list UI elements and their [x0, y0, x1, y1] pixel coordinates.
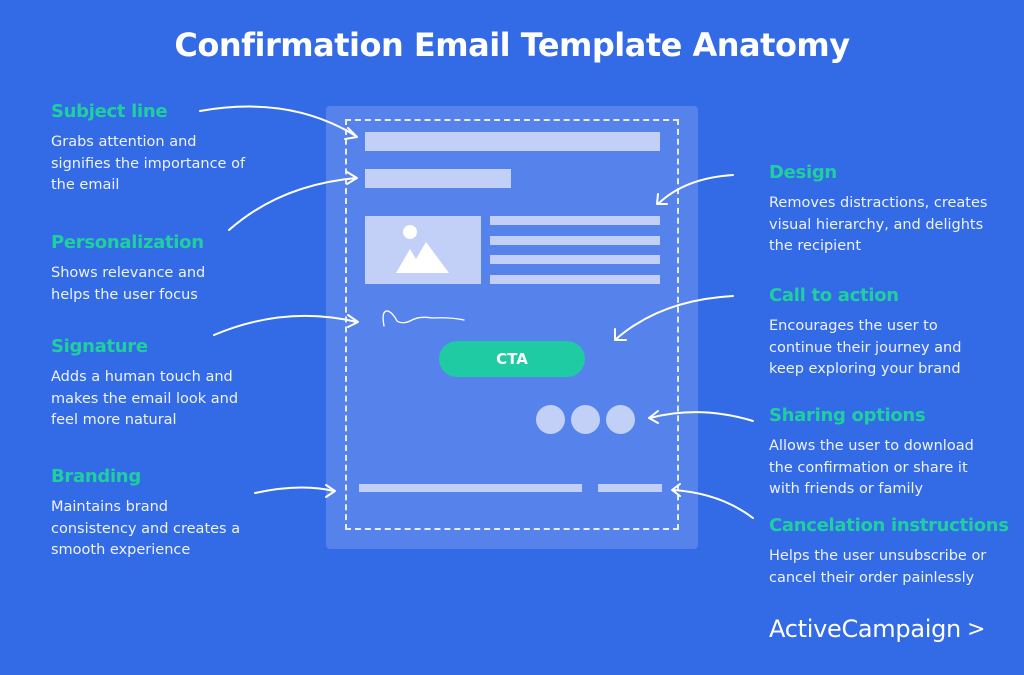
label-text: Encourages the user to continue their jo… — [769, 318, 962, 377]
label-heading: Subject line — [51, 101, 168, 122]
label-text: Maintains brand consistency and creates … — [51, 499, 241, 558]
label-text: Shows relevance and helps the user focus — [51, 265, 206, 303]
chevron-right-icon: > — [966, 616, 986, 642]
label-design: Design Removes distractions, creates vis… — [769, 162, 1004, 258]
activecampaign-logo: ActiveCampaign > — [769, 615, 985, 643]
label-signature: Signature Adds a human touch and makes t… — [51, 336, 251, 432]
label-personalization: Personalization Shows relevance and help… — [51, 232, 231, 306]
arrow-design — [657, 174, 734, 205]
label-heading: Branding — [51, 466, 141, 487]
label-text: Grabs attention and signifies the import… — [51, 134, 246, 193]
subject-line-bar — [365, 132, 660, 151]
share-icon[interactable] — [536, 405, 565, 434]
label-text: Allows the user to download the confirma… — [769, 438, 974, 497]
page-title: Confirmation Email Template Anatomy — [174, 26, 850, 64]
image-placeholder — [365, 216, 481, 284]
label-subject-line: Subject line Grabs attention and signifi… — [51, 101, 251, 197]
image-icon — [396, 225, 449, 273]
label-text: Helps the user unsubscribe or cancel the… — [769, 548, 987, 586]
signature-scribble — [382, 310, 465, 327]
arrow-personalization — [228, 177, 357, 231]
label-heading: Signature — [51, 336, 148, 357]
footer-unsubscribe-bar — [598, 484, 662, 492]
arrow-branding — [254, 486, 335, 494]
arrow-subject-line — [199, 105, 357, 137]
arrow-cta — [614, 295, 734, 341]
label-sharing-options: Sharing options Allows the user to downl… — [769, 405, 994, 501]
text-line — [490, 216, 660, 225]
email-mockup-dashed-border — [345, 119, 679, 530]
arrow-cancelation — [672, 489, 754, 519]
label-branding: Branding Maintains brand consistency and… — [51, 466, 256, 562]
share-icon[interactable] — [606, 405, 635, 434]
arrow-sharing — [649, 411, 754, 422]
text-line — [490, 275, 660, 284]
personalization-bar — [365, 169, 511, 188]
cta-button[interactable]: CTA — [439, 341, 585, 377]
label-text: Adds a human touch and makes the email l… — [51, 369, 239, 428]
label-cancelation-instructions: Cancelation instructions Helps the user … — [769, 515, 1014, 589]
label-heading: Personalization — [51, 232, 204, 253]
label-heading: Sharing options — [769, 405, 926, 426]
share-icon[interactable] — [571, 405, 600, 434]
text-line — [490, 255, 660, 264]
logo-text: ActiveCampaign — [769, 615, 961, 643]
label-heading: Call to action — [769, 285, 899, 306]
label-heading: Design — [769, 162, 837, 183]
label-heading: Cancelation instructions — [769, 515, 1009, 536]
arrow-signature — [213, 314, 358, 336]
text-line — [490, 236, 660, 245]
label-call-to-action: Call to action Encourages the user to co… — [769, 285, 984, 381]
footer-branding-bar — [359, 484, 582, 492]
label-text: Removes distractions, creates visual hie… — [769, 195, 988, 254]
